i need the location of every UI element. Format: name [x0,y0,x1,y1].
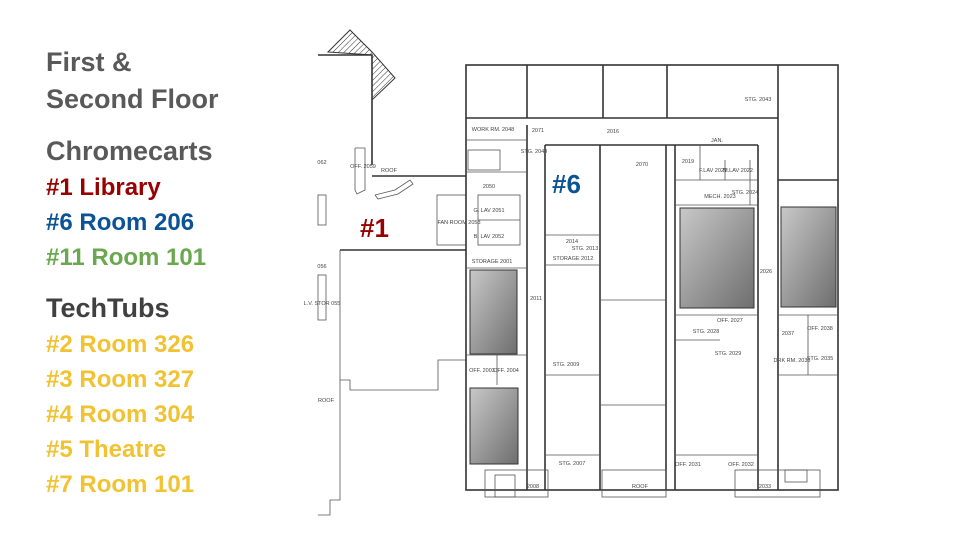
shaded-room [780,206,837,308]
marker-1: #1 [360,213,389,243]
room-label: 056 [317,264,326,270]
room-label: ROOF [318,398,335,404]
room-label: STG. 2007 [559,461,586,467]
main-building-walls [465,64,839,498]
techtub-item: #4 Room 304 [46,401,195,428]
title-line-2: Second Floor [46,84,219,114]
room-label: STORAGE 2001 [472,259,513,265]
room-label: ROOF [632,484,649,490]
room-label: STG. 2035 [807,356,834,362]
techtubs-heading: TechTubs [46,293,170,323]
room-label: 2011 [530,296,542,302]
room-label: STG. 2013 [572,246,599,252]
room-label: OFF. 2031 [675,462,701,468]
room-label: OFF. 2003 [469,368,495,374]
room-label: OFF. 2059 [350,164,376,170]
techtub-item: #2 Room 326 [46,331,195,358]
shaded-room [679,207,755,309]
room-label: STG. 2043 [745,97,772,103]
room-label: 2014 [566,239,578,245]
room-label: STG. 2009 [553,362,580,368]
room-label: OFF. 2027 [717,318,743,324]
canopy [326,29,396,102]
room-label: OFF. 2004 [493,368,519,374]
room-label: L.V. STOR 055 [304,301,341,307]
chromecart-item: #1 Library [46,174,161,201]
room-label: 2019 [682,159,694,165]
room-label: 2070 [636,162,648,168]
room-label: 2026 [760,269,772,275]
left-wing-walls [317,54,467,516]
shaded-room [469,269,518,355]
room-label: OFF. 2032 [728,462,754,468]
room-label: STORAGE 2012 [553,256,594,262]
room-label: DRK RM. 2036 [774,358,811,364]
legend: First & Second Floor Chromecarts #1 Libr… [46,44,219,502]
room-label: OFF. 2038 [807,326,833,332]
room-label: ROOF [381,168,398,174]
room-label: WORK RM. 2048 [472,127,514,133]
room-label: G. LAV 2051 [473,208,504,214]
room-label: FAN ROOM 2053 [437,220,480,226]
room-label: 062 [317,160,326,166]
room-label: 2071 [532,128,544,134]
shaded-room [469,387,519,465]
room-label: 2050 [483,184,495,190]
room-label: 2033 [759,484,771,490]
techtub-item: #5 Theatre [46,436,167,463]
room-label: STG. 2029 [715,351,742,357]
room-label: 2008 [527,484,539,490]
techtub-item: #7 Room 101 [46,471,195,498]
room-labels: 062 OFF. 2059 ROOF WORK RM. 2048 2071 20… [304,97,834,490]
room-label: B. LAV 2052 [474,234,504,240]
room-label: JAN. [711,138,723,144]
room-label: F.LAV 2021 [699,168,727,174]
room-label: M.LAV 2022 [723,168,753,174]
room-label: STG. 2049 [521,149,548,155]
room-label: MECH. 2023 [704,194,736,200]
chromecarts-heading: Chromecarts [46,136,213,166]
room-label: 2016 [607,129,619,135]
techtub-item: #3 Room 327 [46,366,195,393]
marker-6: #6 [552,169,581,199]
room-label: STG. 2028 [693,329,720,335]
chromecart-item: #6 Room 206 [46,209,195,236]
chromecart-item: #11 Room 101 [46,244,207,271]
title-line-1: First & [46,47,132,77]
room-label: 2037 [782,331,794,337]
room-label: STG. 2024 [732,190,759,196]
